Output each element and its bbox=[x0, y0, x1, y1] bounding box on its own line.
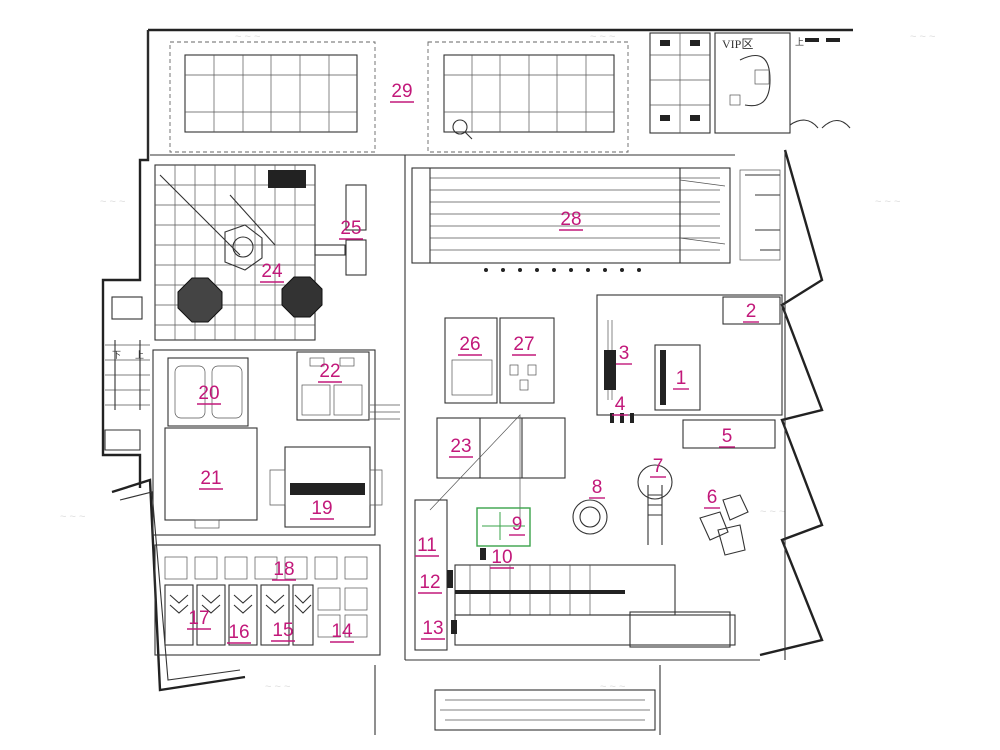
area-label-10: 10 bbox=[491, 547, 512, 568]
svg-text:~ ~ ~: ~ ~ ~ bbox=[100, 196, 125, 208]
stair-mark-top: 上 bbox=[795, 37, 804, 47]
label-8: 8 bbox=[589, 477, 605, 499]
watermarks: ~ ~ ~ ~ ~ ~ ~ ~ ~ ~ ~ ~ ~ ~ ~ ~ ~ ~ ~ ~ … bbox=[60, 31, 935, 693]
label-5: 5 bbox=[719, 426, 735, 448]
label-19: 19 bbox=[310, 498, 334, 520]
svg-text:~ ~ ~: ~ ~ ~ bbox=[875, 196, 900, 208]
label-24: 24 bbox=[260, 261, 284, 283]
area-label-25: 25 bbox=[340, 218, 361, 239]
svg-text:~ ~ ~: ~ ~ ~ bbox=[60, 511, 85, 523]
area-label-12: 12 bbox=[419, 572, 440, 593]
left-rooms bbox=[152, 349, 400, 536]
label-3: 3 bbox=[616, 343, 632, 365]
bowling-lanes bbox=[411, 167, 781, 272]
area-label-9: 9 bbox=[512, 514, 523, 535]
label-4: 4 bbox=[612, 394, 628, 416]
label-26: 26 bbox=[458, 334, 482, 356]
label-9: 9 bbox=[509, 514, 525, 536]
area-label-16: 16 bbox=[228, 622, 249, 643]
label-23: 23 bbox=[449, 436, 473, 458]
area-label-29: 29 bbox=[391, 81, 412, 102]
label-16: 16 bbox=[227, 622, 251, 644]
label-13: 13 bbox=[421, 618, 445, 640]
label-29: 29 bbox=[390, 81, 414, 103]
label-22: 22 bbox=[318, 361, 342, 383]
area-label-28: 28 bbox=[560, 209, 581, 230]
label-27: 27 bbox=[512, 334, 536, 356]
area-label-3: 3 bbox=[619, 343, 630, 364]
label-7: 7 bbox=[650, 456, 666, 478]
area-label-14: 14 bbox=[331, 621, 353, 642]
vip-label: VIP区 bbox=[722, 37, 753, 51]
stair-core: 下 上 bbox=[104, 296, 150, 451]
label-11: 11 bbox=[415, 535, 439, 557]
area-labels: 1 2 3 4 5 6 7 8 9 10 11 12 13 14 15 16 1… bbox=[187, 81, 759, 644]
label-14: 14 bbox=[330, 621, 354, 643]
area-label-21: 21 bbox=[200, 468, 221, 489]
area-label-1: 1 bbox=[676, 368, 687, 389]
label-17: 17 bbox=[187, 608, 211, 630]
area-label-20: 20 bbox=[198, 383, 219, 404]
area-label-15: 15 bbox=[272, 620, 293, 641]
svg-text:~ ~ ~: ~ ~ ~ bbox=[760, 506, 785, 518]
area-label-27: 27 bbox=[513, 334, 534, 355]
label-25: 25 bbox=[339, 218, 363, 240]
area-label-26: 26 bbox=[459, 334, 480, 355]
label-12: 12 bbox=[418, 572, 442, 594]
area-label-7: 7 bbox=[653, 456, 664, 477]
area-label-22: 22 bbox=[319, 361, 340, 382]
area-label-23: 23 bbox=[450, 436, 471, 457]
svg-text:~ ~ ~: ~ ~ ~ bbox=[265, 681, 290, 693]
label-15: 15 bbox=[271, 620, 295, 642]
svg-text:~ ~ ~: ~ ~ ~ bbox=[600, 681, 625, 693]
area-label-5: 5 bbox=[722, 426, 733, 447]
vip-area: VIP区 上 bbox=[649, 32, 851, 134]
label-20: 20 bbox=[197, 383, 221, 405]
central-rooms bbox=[429, 317, 566, 520]
bottom-stations bbox=[414, 499, 736, 731]
label-18: 18 bbox=[272, 559, 296, 581]
label-1: 1 bbox=[673, 368, 689, 390]
area-label-8: 8 bbox=[592, 477, 603, 498]
label-21: 21 bbox=[199, 468, 223, 490]
area-label-24: 24 bbox=[261, 261, 283, 282]
svg-text:~ ~ ~: ~ ~ ~ bbox=[910, 31, 935, 43]
area-label-17: 17 bbox=[188, 608, 209, 629]
lockers bbox=[154, 544, 381, 656]
label-10: 10 bbox=[490, 547, 514, 569]
stair-mark-down: 下 bbox=[112, 350, 121, 360]
label-6: 6 bbox=[704, 487, 720, 509]
area-label-11: 11 bbox=[417, 535, 437, 556]
label-2: 2 bbox=[743, 301, 759, 323]
svg-text:~ ~ ~: ~ ~ ~ bbox=[590, 31, 615, 43]
label-28: 28 bbox=[559, 209, 583, 231]
badminton-courts bbox=[169, 41, 629, 153]
area-label-4: 4 bbox=[615, 394, 626, 415]
area-label-6: 6 bbox=[707, 487, 718, 508]
area-label-19: 19 bbox=[311, 498, 332, 519]
stair-mark-up: 上 bbox=[135, 350, 144, 360]
area-label-13: 13 bbox=[422, 618, 443, 639]
equipment-area bbox=[572, 294, 783, 556]
play-structure bbox=[154, 164, 367, 341]
svg-text:~ ~ ~: ~ ~ ~ bbox=[235, 31, 260, 43]
area-label-2: 2 bbox=[746, 301, 757, 322]
area-label-18: 18 bbox=[273, 559, 294, 580]
